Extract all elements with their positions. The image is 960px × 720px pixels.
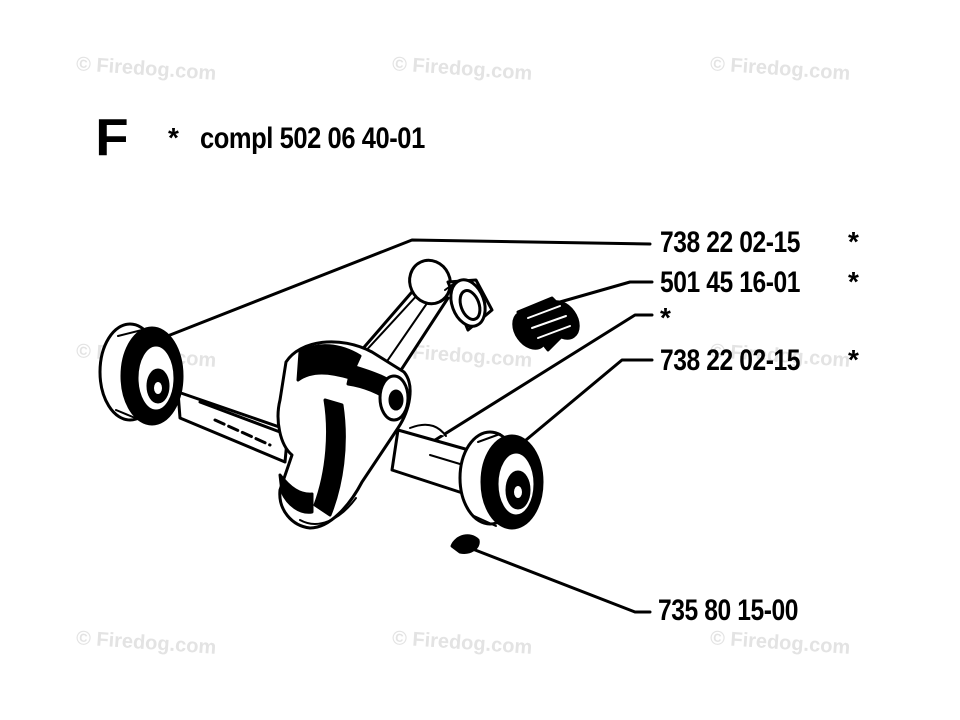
part-asterisk: * <box>848 344 859 375</box>
part-number-label: 738 22 02-15 <box>660 344 801 377</box>
piston-pin-bushing <box>444 278 494 332</box>
assembly-asterisk: * <box>168 122 179 153</box>
assembly-part-number: compl 502 06 40-01 <box>200 122 425 155</box>
section-letter: F <box>95 109 129 167</box>
part-asterisk: * <box>848 226 859 257</box>
part-asterisk: * <box>848 266 859 297</box>
part-asterisk: * <box>660 302 671 333</box>
bearing-icon <box>458 430 544 530</box>
needle-bearing-icon <box>512 296 580 352</box>
leader-line <box>468 546 652 614</box>
leader-line <box>558 280 654 304</box>
leader-line <box>518 358 654 447</box>
key-icon <box>450 534 480 554</box>
leader-line <box>406 313 654 459</box>
left-shaft <box>176 390 290 464</box>
part-number-label: 501 45 16-01 <box>660 266 801 299</box>
crank-web <box>276 340 412 530</box>
part-number-label: 735 80 15-00 <box>658 594 799 627</box>
leader-line <box>163 238 652 339</box>
part-number-label: 738 22 02-15 <box>660 226 801 259</box>
bearing-icon <box>98 322 184 426</box>
